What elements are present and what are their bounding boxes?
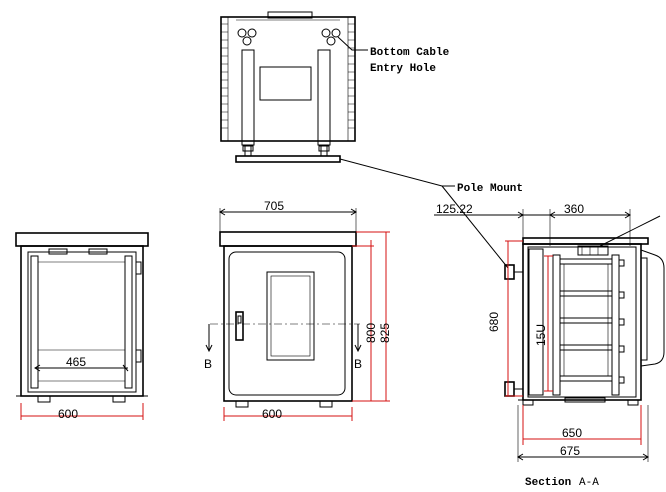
- top-view-hatch-left: [221, 17, 229, 141]
- open-view-rack-rail-right: [124, 255, 133, 389]
- pole-mount-leader-2: [441, 185, 509, 269]
- closed-view-body: [223, 245, 353, 402]
- section-pole-bracket-bottom: [504, 381, 515, 397]
- top-view-rail-left: [241, 49, 255, 146]
- closed-view-roof: [219, 231, 357, 247]
- dim-680: 680: [487, 312, 501, 332]
- dim-600-closed: 600: [262, 407, 282, 421]
- pole-mount-leader: [339, 158, 455, 187]
- closed-view-window-outer: [266, 271, 315, 361]
- dim-800: 800: [364, 323, 378, 343]
- section-caption-word: Section: [525, 477, 571, 489]
- section-pole-bracket-top: [504, 264, 515, 280]
- closed-view-door: [228, 251, 346, 396]
- section-view-rear-wall: [528, 248, 544, 396]
- top-view-pole-bracket: [235, 155, 341, 163]
- dim-465: 465: [66, 355, 86, 369]
- dim-675: 675: [560, 444, 580, 458]
- closed-view-foot-right: [319, 400, 333, 408]
- open-view-foot-left: [37, 395, 51, 403]
- top-view: [220, 11, 356, 163]
- closed-view-window-inner: [270, 275, 311, 357]
- open-view-inner-frame: [27, 251, 137, 393]
- rack-post-front: [552, 254, 561, 396]
- top-view-gland-plate: [259, 66, 312, 101]
- open-view-foot-right: [112, 395, 126, 403]
- section-top-device: [577, 245, 609, 256]
- dim-650: 650: [562, 426, 582, 440]
- cable-entry-leader: [337, 36, 368, 51]
- closed-view-foot-left: [235, 400, 249, 408]
- pole-mount-label: Pole Mount: [457, 183, 523, 195]
- dim-825: 825: [378, 323, 392, 343]
- top-view-frame: [220, 16, 356, 142]
- cooling-unit: [640, 249, 665, 367]
- cable-entry-holes-left: [237, 28, 257, 46]
- front-closed-view: B B 705 600 800 825: [204, 199, 392, 421]
- section-caption-id: A-A: [579, 477, 599, 489]
- section-view: 125.22 360 680 15U 650 675 Section A-A: [434, 202, 665, 489]
- dim-360: 360: [564, 202, 584, 216]
- dim-705: 705: [264, 199, 284, 213]
- open-view-roof: [15, 232, 149, 247]
- dim-15u: 15U: [534, 324, 548, 346]
- door-handle: [235, 311, 244, 341]
- bottom-cable-label-line1: Bottom Cable: [370, 47, 450, 59]
- cable-entry-holes-right: [321, 28, 341, 46]
- section-mark-b-right: B: [354, 357, 362, 371]
- top-view-hatch-right: [347, 17, 355, 141]
- section-mark-b-left: B: [204, 357, 212, 371]
- bottom-cable-label-line2: Entry Hole: [370, 63, 436, 75]
- section-view-inner-wall: [527, 246, 637, 398]
- dim-600-open: 600: [58, 407, 78, 421]
- top-view-rail-right: [317, 49, 331, 146]
- open-view-rack-rail-left: [30, 255, 39, 389]
- top-view-flange: [267, 11, 313, 19]
- front-open-view: 465 600: [15, 232, 149, 421]
- section-view-roof: [522, 237, 649, 245]
- dim-125-22: 125.22: [436, 202, 473, 216]
- rack-post-rear: [611, 254, 620, 396]
